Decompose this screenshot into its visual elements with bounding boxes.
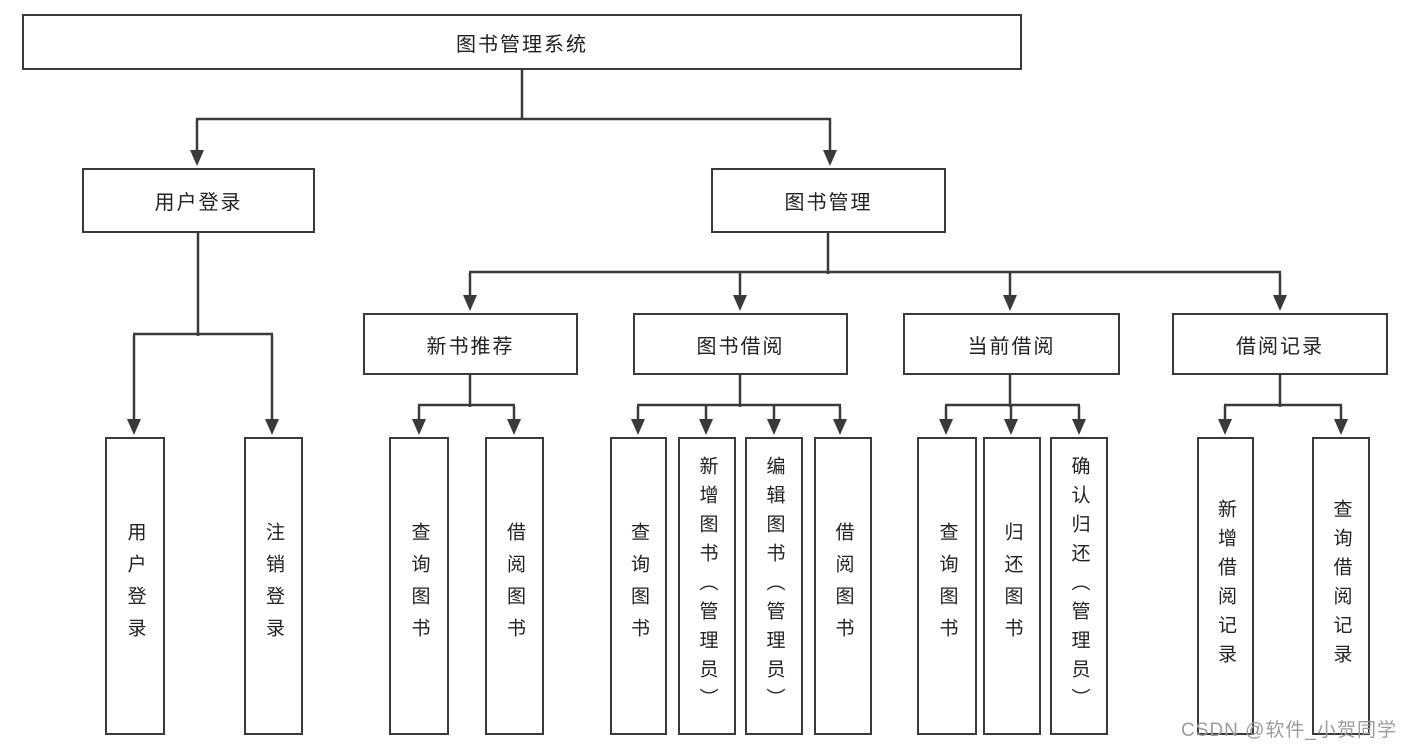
node-current-borrowing-label: 当前借阅 — [967, 335, 1056, 358]
node-root: 图书管理系统 — [22, 14, 1022, 70]
node-book-management-label: 图书管理 — [784, 192, 873, 214]
node-book-management: 图书管理 — [711, 168, 946, 233]
leaf-current-return-books: 归还图书 — [983, 437, 1041, 735]
leaf-records-add-record: 新增借阅记录 — [1197, 437, 1254, 735]
node-new-book-recommend-label: 新书推荐 — [426, 335, 515, 358]
leaf-records-query-record-label: 查询借阅记录 — [1330, 499, 1352, 673]
leaf-recommend-query-books-label: 查询图书 — [408, 522, 430, 650]
node-book-borrowing: 图书借阅 — [633, 313, 848, 375]
leaf-borrowing-borrow-books-label: 借阅图书 — [832, 522, 854, 650]
node-user-login: 用户登录 — [82, 168, 315, 233]
leaf-borrowing-edit-books-admin: 编辑图书（管理员） — [745, 437, 803, 735]
leaf-user-login-label: 用户登录 — [124, 522, 146, 650]
leaf-borrowing-add-books-admin: 新增图书（管理员） — [678, 437, 736, 735]
leaf-logout: 注销登录 — [244, 437, 303, 735]
leaf-borrowing-edit-books-admin-label: 编辑图书（管理员） — [763, 455, 785, 717]
node-new-book-recommend: 新书推荐 — [363, 313, 578, 375]
node-root-label: 图书管理系统 — [456, 33, 588, 56]
watermark: CSDN @软件_小贺同学 — [1181, 720, 1397, 741]
leaf-current-query-books-label: 查询图书 — [936, 522, 958, 650]
arrowheads — [127, 150, 1348, 435]
leaf-recommend-borrow-books: 借阅图书 — [485, 437, 544, 735]
leaf-records-add-record-label: 新增借阅记录 — [1215, 499, 1236, 673]
node-borrowing-records-label: 借阅记录 — [1236, 335, 1324, 358]
leaf-current-confirm-return-admin: 确认归还（管理员） — [1050, 437, 1108, 735]
leaf-borrowing-borrow-books: 借阅图书 — [814, 437, 872, 735]
leaf-borrowing-add-books-admin-label: 新增图书（管理员） — [696, 455, 718, 717]
leaf-current-confirm-return-admin-label: 确认归还（管理员） — [1068, 455, 1090, 717]
leaf-current-query-books: 查询图书 — [917, 437, 977, 735]
leaf-borrowing-query-books: 查询图书 — [610, 437, 667, 735]
leaf-records-query-record: 查询借阅记录 — [1312, 437, 1370, 735]
node-current-borrowing: 当前借阅 — [903, 313, 1120, 375]
leaf-logout-label: 注销登录 — [263, 522, 284, 650]
node-borrowing-records: 借阅记录 — [1172, 313, 1388, 375]
leaf-current-return-books-label: 归还图书 — [1001, 522, 1023, 650]
node-user-login-label: 用户登录 — [154, 192, 243, 214]
leaf-recommend-borrow-books-label: 借阅图书 — [504, 522, 525, 650]
leaf-borrowing-query-books-label: 查询图书 — [628, 522, 649, 650]
node-book-borrowing-label: 图书借阅 — [696, 335, 785, 358]
leaf-recommend-query-books: 查询图书 — [389, 437, 449, 735]
leaf-user-login: 用户登录 — [105, 437, 165, 735]
